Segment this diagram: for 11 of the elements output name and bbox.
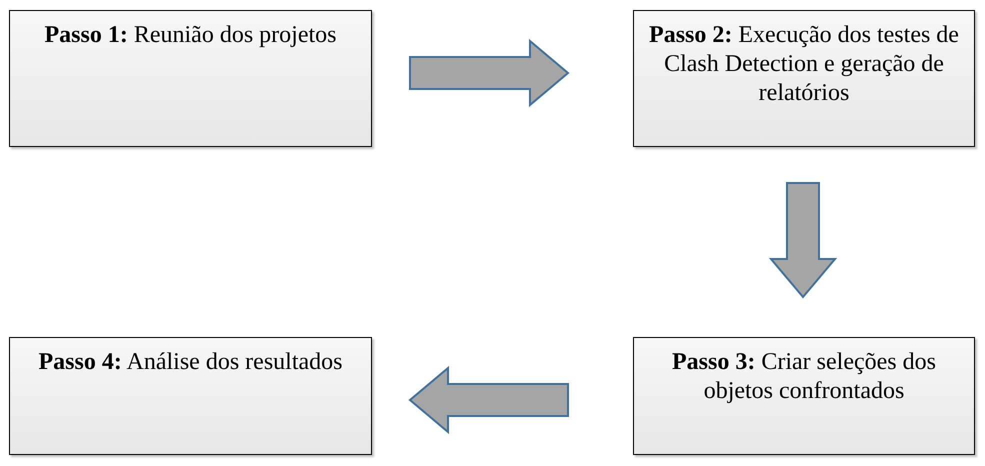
process-box — [633, 337, 975, 455]
step-text: Passo 1: Reunião dos projetos — [44, 21, 336, 50]
process-box — [9, 337, 372, 455]
block-arrow — [409, 38, 570, 108]
process-box — [9, 10, 372, 147]
step-text: Passo 3: Criar seleções dos objetos confrontados — [671, 348, 937, 406]
step-text: Passo 4: Análise dos resultados — [38, 348, 342, 377]
step-text: Passo 2: Execução dos testes de Clash Detection e geração de relatórios — [648, 21, 960, 108]
block-arrow — [408, 366, 569, 434]
block-arrow — [768, 182, 838, 299]
process-box — [633, 10, 975, 147]
